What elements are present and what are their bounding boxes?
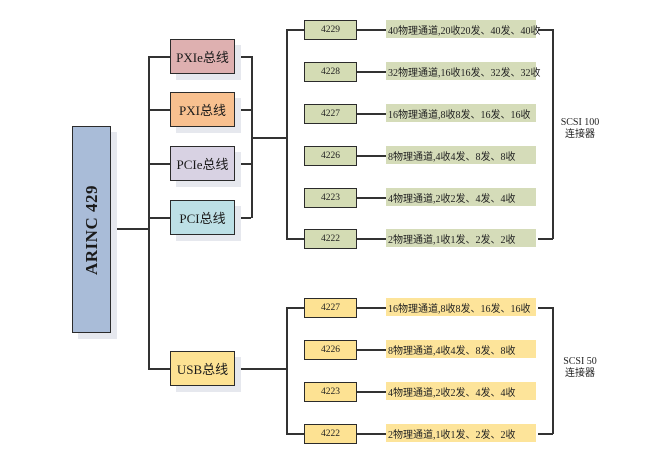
connector-line (538, 29, 553, 31)
connector-line (148, 217, 170, 219)
connector-line (357, 197, 386, 199)
model-label: 4226 (321, 151, 340, 161)
connector-line (552, 307, 554, 434)
connector-line (234, 163, 251, 165)
connector-line (286, 238, 304, 240)
channel-description: 8物理通道,4收4发、8发、8收 (386, 340, 536, 358)
connector-line (148, 163, 170, 165)
channel-description: 32物理通道,16收16发、32发、32收 (386, 62, 541, 80)
connector-line (538, 307, 553, 309)
connector-line (234, 56, 251, 58)
model-box: 4226 (304, 340, 357, 360)
bus-node-label: PXIe总线 (176, 50, 229, 65)
model-box: 4229 (304, 20, 357, 40)
root-node-label: ARINC 429 (81, 184, 101, 275)
connector-label: SCSI 50 连接器 (556, 356, 604, 380)
connector-line (286, 29, 304, 31)
connector-line (286, 307, 304, 309)
bus-node-label: PCI总线 (179, 211, 226, 226)
connector-line (357, 391, 386, 393)
connector-line (538, 238, 553, 240)
connector-line (148, 56, 170, 58)
connector-line (286, 433, 304, 435)
connector-line (357, 238, 386, 240)
connector-line (251, 137, 287, 139)
connector-line (148, 109, 170, 111)
connector-line (234, 217, 251, 219)
connector-line (357, 433, 386, 435)
connector-line (357, 29, 386, 31)
connector-type: SCSI 50 (563, 356, 597, 367)
connector-line (286, 29, 288, 239)
connector-type: SCSI 100 (560, 117, 600, 128)
model-box: 4223 (304, 382, 357, 402)
channel-description: 4物理通道,2收2发、4发、4收 (386, 382, 536, 400)
channel-description: 4物理通道,2收2发、4发、4收 (386, 188, 536, 206)
connector-line (286, 307, 288, 434)
bus-node-usb: USB总线 (170, 351, 235, 386)
bus-node-pcie: PCIe总线 (170, 146, 235, 181)
connector-caption: 连接器 (565, 129, 595, 140)
model-label: 4223 (321, 387, 340, 397)
channel-description: 8物理通道,4收4发、8发、8收 (386, 146, 536, 164)
connector-line (538, 433, 553, 435)
channel-description: 16物理通道,8收8发、16发、16收 (386, 104, 536, 122)
model-label: 4229 (321, 25, 340, 35)
model-box: 4227 (304, 104, 357, 124)
model-label: 4222 (321, 429, 340, 439)
channel-description: 40物理通道,20收20发、40发、40收 (386, 20, 541, 38)
channel-description: 16物理通道,8收8发、16发、16收 (386, 298, 536, 316)
bus-node-pxi: PXI总线 (170, 92, 235, 127)
connector-caption: 连接器 (565, 368, 595, 379)
model-label: 4222 (321, 234, 340, 244)
bus-node-label: USB总线 (176, 362, 229, 377)
connector-line (357, 113, 386, 115)
bus-node-pxie: PXIe总线 (170, 39, 235, 74)
connector-line (234, 368, 287, 370)
channel-description: 2物理通道,1收1发、2发、2收 (386, 424, 536, 442)
root-node-arinc429: ARINC 429 (72, 126, 111, 333)
model-box: 4223 (304, 188, 357, 208)
connector-line (148, 56, 150, 369)
model-label: 4226 (321, 345, 340, 355)
connector-line (234, 109, 251, 111)
connector-line (357, 155, 386, 157)
connector-line (357, 349, 386, 351)
model-label: 4223 (321, 193, 340, 203)
model-label: 4228 (321, 67, 340, 77)
model-label: 4227 (321, 109, 340, 119)
model-box: 4228 (304, 62, 357, 82)
model-box: 4222 (304, 229, 357, 249)
bus-node-pci: PCI总线 (170, 200, 235, 235)
bus-node-label: PCIe总线 (176, 157, 229, 172)
connector-line (111, 228, 149, 230)
channel-description: 2物理通道,1收1发、2发、2收 (386, 229, 536, 247)
connector-line (357, 71, 386, 73)
model-box: 4222 (304, 424, 357, 444)
connector-line (552, 29, 554, 239)
connector-line (357, 307, 386, 309)
bus-node-label: PXI总线 (179, 103, 226, 118)
model-box: 4227 (304, 298, 357, 318)
connector-line (148, 368, 170, 370)
model-label: 4227 (321, 303, 340, 313)
model-box: 4226 (304, 146, 357, 166)
connector-label: SCSI 100 连接器 (556, 117, 604, 141)
